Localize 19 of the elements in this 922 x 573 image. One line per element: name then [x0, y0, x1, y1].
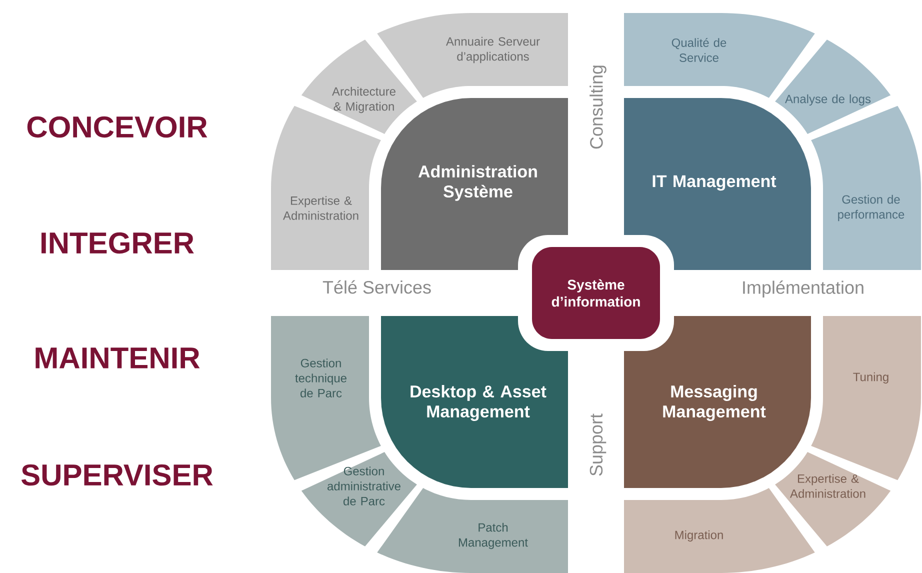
phase-label: MAINTENIR	[36, 348, 200, 368]
ring-segment: Gestion administrative de Parc	[301, 452, 417, 546]
phase-label: CONCEVOIR	[27, 116, 208, 138]
ring-segment: Analyse de logs	[775, 40, 891, 134]
ring-segment: Architecture & Migration	[301, 40, 417, 134]
axis-label: Support	[590, 414, 606, 476]
node-label: Annuaire Serveur d’applications	[446, 36, 540, 64]
node-label: Gestion technique de Parc	[295, 358, 346, 398]
ring-segment: Expertise & Administration	[775, 452, 891, 546]
node-label: Qualité de Service	[672, 38, 726, 62]
node-label: Migration	[675, 530, 723, 542]
ring-segment: Gestion de performance	[811, 106, 921, 270]
node-label: Patch Management	[458, 522, 528, 550]
center-block: Système d’information	[518, 235, 674, 351]
axis-label: Consulting	[590, 66, 606, 149]
phase-label: SUPERVISER	[21, 464, 213, 486]
axis-label: Implémentation	[743, 280, 864, 298]
phase-label: INTEGRER	[42, 232, 194, 254]
axis-label: Télé Services	[322, 280, 431, 294]
